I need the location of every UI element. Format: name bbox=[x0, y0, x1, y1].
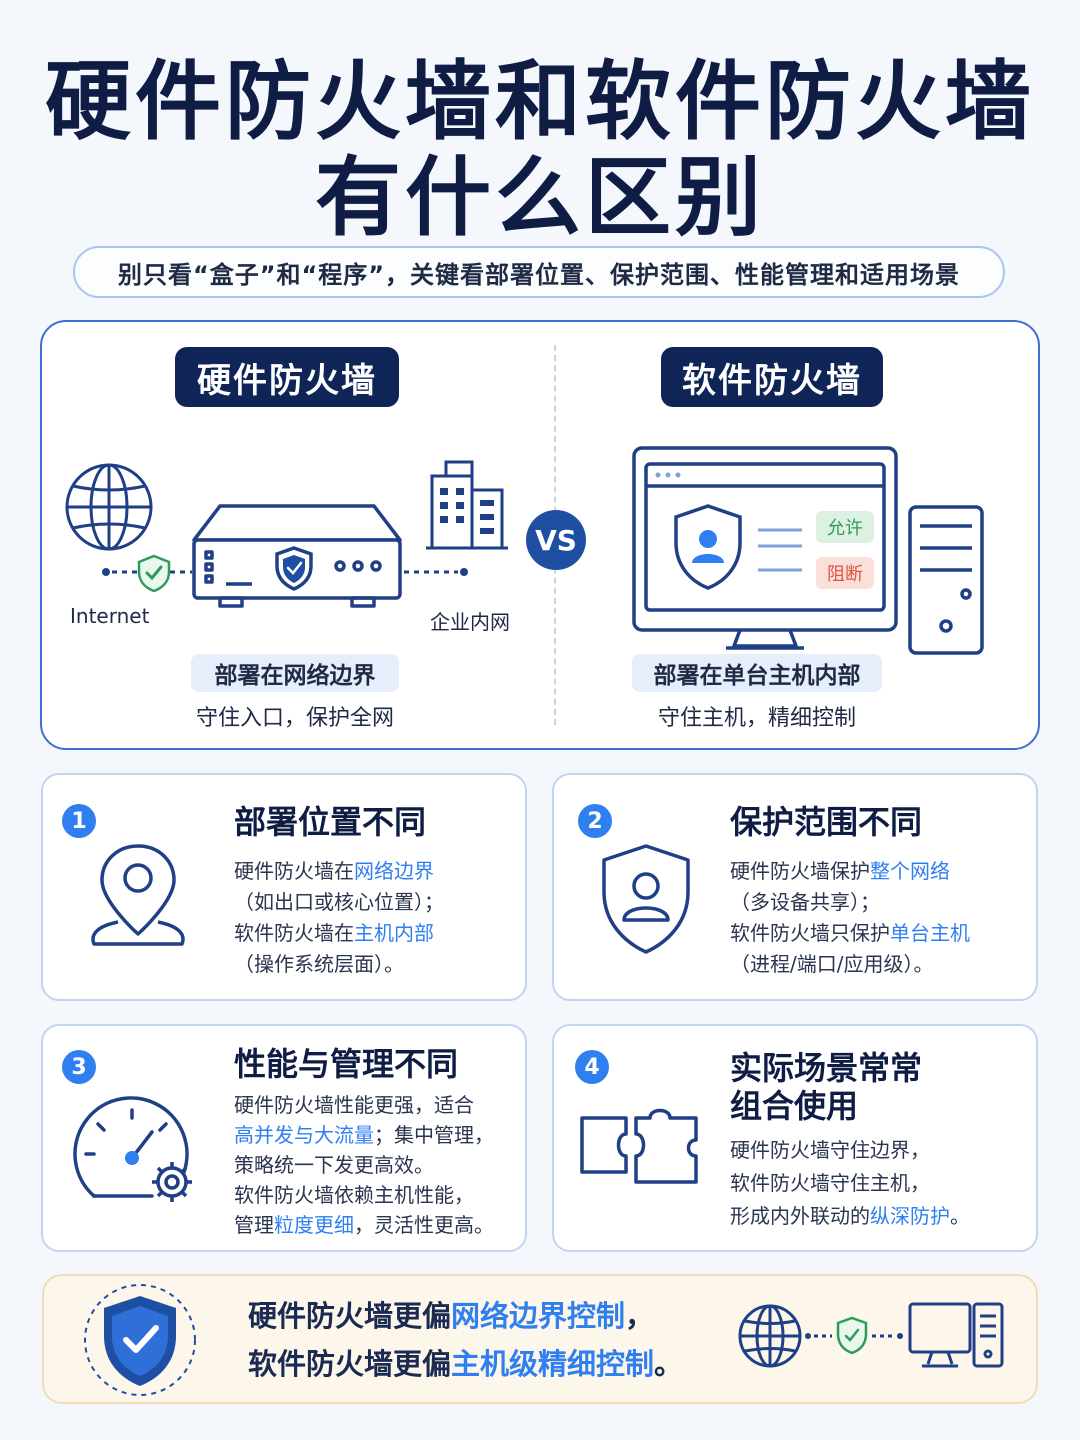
summary-banner bbox=[42, 1274, 1038, 1404]
highlight-host-control: 主机级精细控制 bbox=[451, 1347, 655, 1381]
card-3-body: 硬件防火墙性能更强，适合 高并发与大流量；集中管理， 策略统一下发更高效。 软件… bbox=[234, 1093, 494, 1237]
highlight-whole-network: 整个网络 bbox=[870, 859, 950, 883]
shield-check-badge-icon bbox=[84, 1284, 196, 1396]
subtitle-text: 别只看“盒子”和“程序”，关键看部署位置、保护范围、性能管理和适用场景 bbox=[117, 260, 961, 289]
card-deployment bbox=[41, 773, 527, 1001]
highlight-network-edge: 网络边界 bbox=[354, 859, 434, 883]
card-2-body: 硬件防火墙保护整个网络 （多设备共享）； 软件防火墙只保护单台主机 （进程/端口… bbox=[730, 859, 970, 976]
page-title-line2: 有什么区别 bbox=[315, 148, 765, 248]
puzzle-pieces-icon bbox=[580, 1108, 698, 1184]
software-heading: 软件防火墙 bbox=[661, 347, 883, 407]
highlight-finer-granularity: 粒度更细 bbox=[274, 1213, 354, 1237]
block-badge: 阻断 bbox=[816, 557, 874, 589]
globe-icon bbox=[65, 463, 153, 551]
card-number-3: 3 bbox=[62, 1050, 96, 1084]
network-to-host-diagram bbox=[738, 1302, 1004, 1368]
highlight-defense-in-depth: 纵深防护 bbox=[870, 1204, 950, 1228]
subtitle-banner: 别只看“盒子”和“程序”，关键看部署位置、保护范围、性能管理和适用场景 bbox=[73, 246, 1005, 298]
card-number-4: 4 bbox=[575, 1050, 609, 1084]
software-location-pill: 部署在单台主机内部 bbox=[632, 654, 882, 692]
vs-badge: VS bbox=[526, 510, 586, 570]
monitor-icon bbox=[632, 446, 898, 650]
card-4-title-line2: 组合使用 bbox=[730, 1087, 859, 1125]
connection-line-right bbox=[404, 568, 468, 576]
enterprise-building-icon bbox=[426, 460, 508, 550]
card-1-body: 硬件防火墙在网络边界 （如出口或核心位置）； 软件防火墙在主机内部 （操作系统层… bbox=[234, 859, 444, 976]
location-pin-icon bbox=[91, 844, 185, 946]
card-combined-use bbox=[552, 1024, 1038, 1252]
card-number-2: 2 bbox=[578, 804, 612, 838]
card-performance bbox=[41, 1024, 527, 1252]
card-4-body: 硬件防火墙守住边界， 软件防火墙守住主机， 形成内外联动的纵深防护。 bbox=[730, 1138, 970, 1228]
hardware-location-pill: 部署在网络边界 bbox=[191, 654, 399, 692]
shield-check-small-icon bbox=[137, 554, 171, 593]
highlight-host-inside: 主机内部 bbox=[354, 921, 434, 945]
hardware-firewall-device-icon bbox=[192, 504, 402, 608]
hardware-caption: 守住入口，保护全网 bbox=[195, 706, 394, 731]
highlight-high-concurrency: 高并发与大流量 bbox=[234, 1123, 374, 1147]
connection-line-left bbox=[102, 568, 192, 576]
pc-tower-icon bbox=[908, 505, 984, 655]
card-4-title-line1: 实际场景常常 bbox=[730, 1049, 923, 1087]
internet-label: Internet bbox=[70, 604, 150, 628]
card-number-1: 1 bbox=[62, 804, 96, 838]
user-shield-outline-icon bbox=[602, 844, 690, 954]
hardware-heading: 硬件防火墙 bbox=[175, 347, 399, 407]
summary-text: 硬件防火墙更偏网络边界控制， 软件防火墙更偏主机级精细控制。 bbox=[248, 1299, 684, 1381]
highlight-single-host: 单台主机 bbox=[890, 921, 970, 945]
page-title-line1: 硬件防火墙和软件防火墙 bbox=[45, 52, 1035, 152]
allow-badge: 允许 bbox=[816, 511, 874, 543]
enterprise-network-label: 企业内网 bbox=[430, 610, 510, 634]
card-3-title: 性能与管理不同 bbox=[234, 1045, 459, 1083]
card-2-title: 保护范围不同 bbox=[730, 803, 923, 841]
user-shield-icon bbox=[674, 504, 742, 590]
card-1-title: 部署位置不同 bbox=[234, 803, 427, 841]
software-caption: 守住主机，精细控制 bbox=[657, 706, 856, 731]
highlight-edge-control: 网络边界控制 bbox=[451, 1299, 626, 1333]
speedometer-gear-icon bbox=[73, 1096, 192, 1202]
